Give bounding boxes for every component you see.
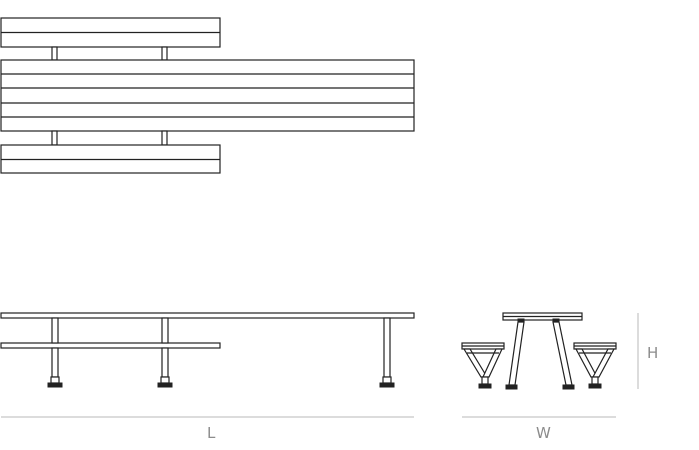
side-leg-1 — [47, 317, 63, 388]
end-elevation — [461, 312, 639, 418]
side-leg-3 — [379, 317, 395, 388]
plan-upper-connectors — [51, 46, 168, 61]
plan-view — [0, 17, 415, 174]
side-table-top — [0, 312, 415, 319]
plan-lower-bench — [0, 144, 221, 174]
end-center-legs — [505, 321, 575, 390]
height-label: H — [647, 344, 659, 362]
width-label: W — [536, 424, 551, 442]
plan-table-top — [0, 59, 415, 132]
end-table-top — [502, 312, 583, 323]
side-bench-seat — [0, 342, 221, 349]
side-leg-2 — [157, 317, 173, 388]
plan-upper-bench — [0, 17, 221, 48]
length-label: L — [207, 424, 216, 442]
side-elevation — [0, 312, 415, 418]
end-right-bench — [573, 342, 617, 389]
end-left-bench — [461, 342, 505, 389]
plan-lower-connectors — [51, 130, 168, 146]
